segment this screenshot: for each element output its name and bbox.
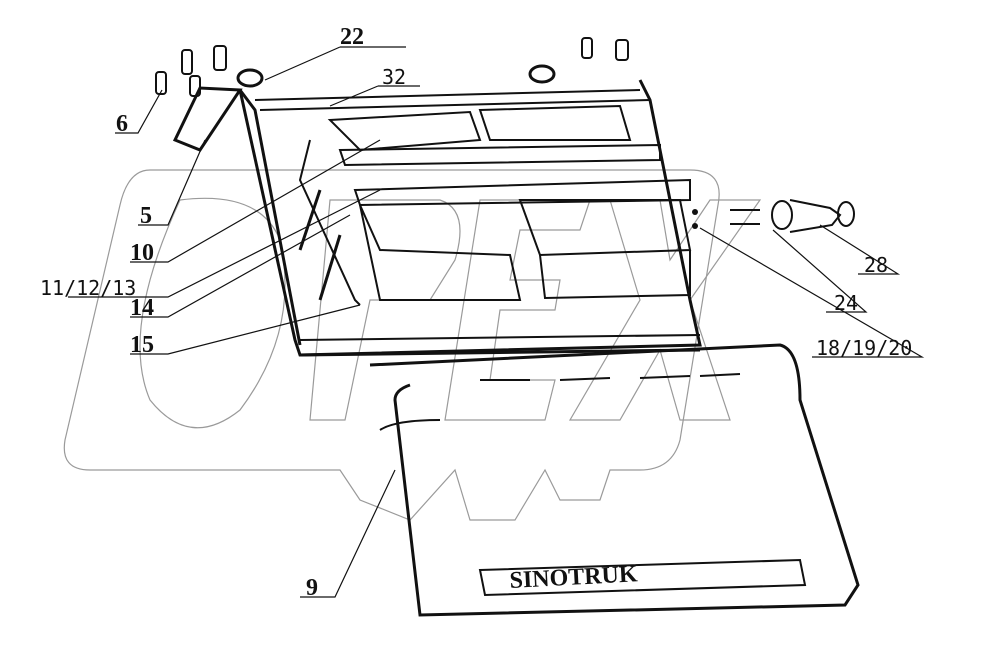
callout-32: 32 — [382, 65, 406, 89]
battery-box-frame — [172, 79, 702, 357]
watermark-logo — [63, 169, 762, 521]
lamp-assembly — [692, 199, 855, 233]
brand-text: SINOTRUK — [509, 561, 639, 594]
callout-10: 10 — [130, 240, 154, 266]
leader-lines — [68, 46, 925, 598]
callout-24: 24 — [834, 291, 858, 315]
callout-9: 9 — [306, 575, 318, 601]
callout-14: 14 — [130, 295, 154, 321]
battery-cover: SINOTRUK — [369, 343, 860, 617]
callout-28: 28 — [864, 253, 888, 277]
callout-18-19-20: 18/19/20 — [816, 336, 912, 360]
callout-11-12-13: 11/12/13 — [40, 276, 136, 300]
bolts — [155, 37, 629, 97]
callout-22: 22 — [340, 24, 364, 50]
callout-6: 6 — [116, 111, 128, 137]
callout-15: 15 — [130, 332, 154, 358]
callout-5: 5 — [140, 203, 152, 229]
